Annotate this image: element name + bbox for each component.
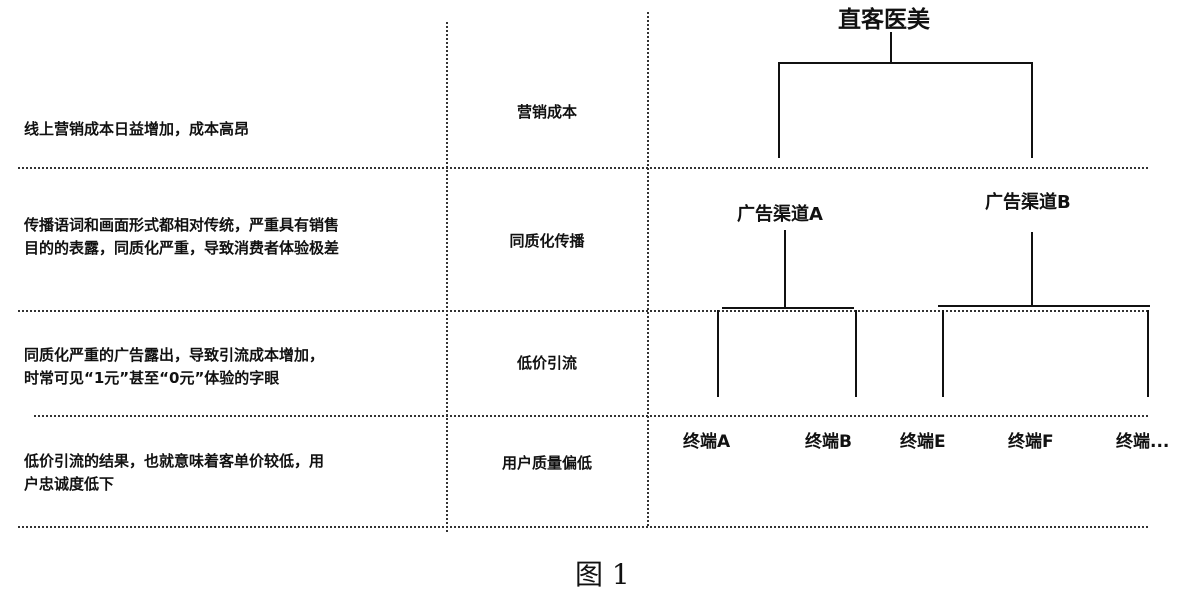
terminal-more: 终端...	[1116, 432, 1170, 452]
channel-a-right-drop	[855, 310, 857, 397]
figure-caption: 图 1	[575, 558, 630, 591]
column-divider-2	[647, 12, 649, 526]
row-2-description: 传播语词和画面形式都相对传统，严重具有销售 目的的表露，同质化严重，导致消费者体…	[24, 216, 340, 257]
channel-a-stem	[784, 230, 786, 308]
terminal-b: 终端B	[805, 432, 852, 452]
tree-root: 直客医美	[838, 7, 930, 33]
terminal-f: 终端F	[1008, 432, 1054, 452]
terminal-a: 终端A	[683, 432, 731, 452]
channel-b-drop-1	[942, 310, 944, 397]
root-right-drop	[1031, 62, 1033, 158]
row-divider-1	[18, 167, 1148, 169]
row-1-category: 营销成本	[516, 103, 577, 121]
root-stem	[890, 32, 892, 62]
row-4-description: 低价引流的结果，也就意味着客单价较低，用 户忠诚度低下	[24, 452, 325, 493]
row-2-category: 同质化传播	[509, 232, 585, 250]
channel-a-bar	[722, 307, 854, 309]
row-divider-2	[18, 310, 1148, 312]
channel-a: 广告渠道A	[737, 204, 823, 225]
row-1-description: 线上营销成本日益增加，成本高昂	[24, 120, 250, 138]
root-left-drop	[778, 62, 780, 158]
root-bar	[779, 62, 1033, 64]
channel-b-stem	[1031, 232, 1033, 306]
column-divider-1	[446, 22, 448, 532]
terminal-e: 终端E	[900, 432, 946, 452]
row-divider-bottom	[18, 526, 1148, 528]
row-3-category: 低价引流	[516, 354, 577, 372]
row-divider-3	[34, 415, 1148, 417]
row-4-category: 用户质量偏低	[501, 454, 592, 472]
row-3-description: 同质化严重的广告露出，导致引流成本增加， 时常可见“1元”甚至“0元”体验的字眼	[24, 346, 325, 387]
channel-a-left-drop	[717, 310, 719, 397]
channel-b-bar	[938, 305, 1150, 307]
channel-b: 广告渠道B	[985, 192, 1071, 213]
channel-b-drop-2	[1147, 310, 1149, 397]
